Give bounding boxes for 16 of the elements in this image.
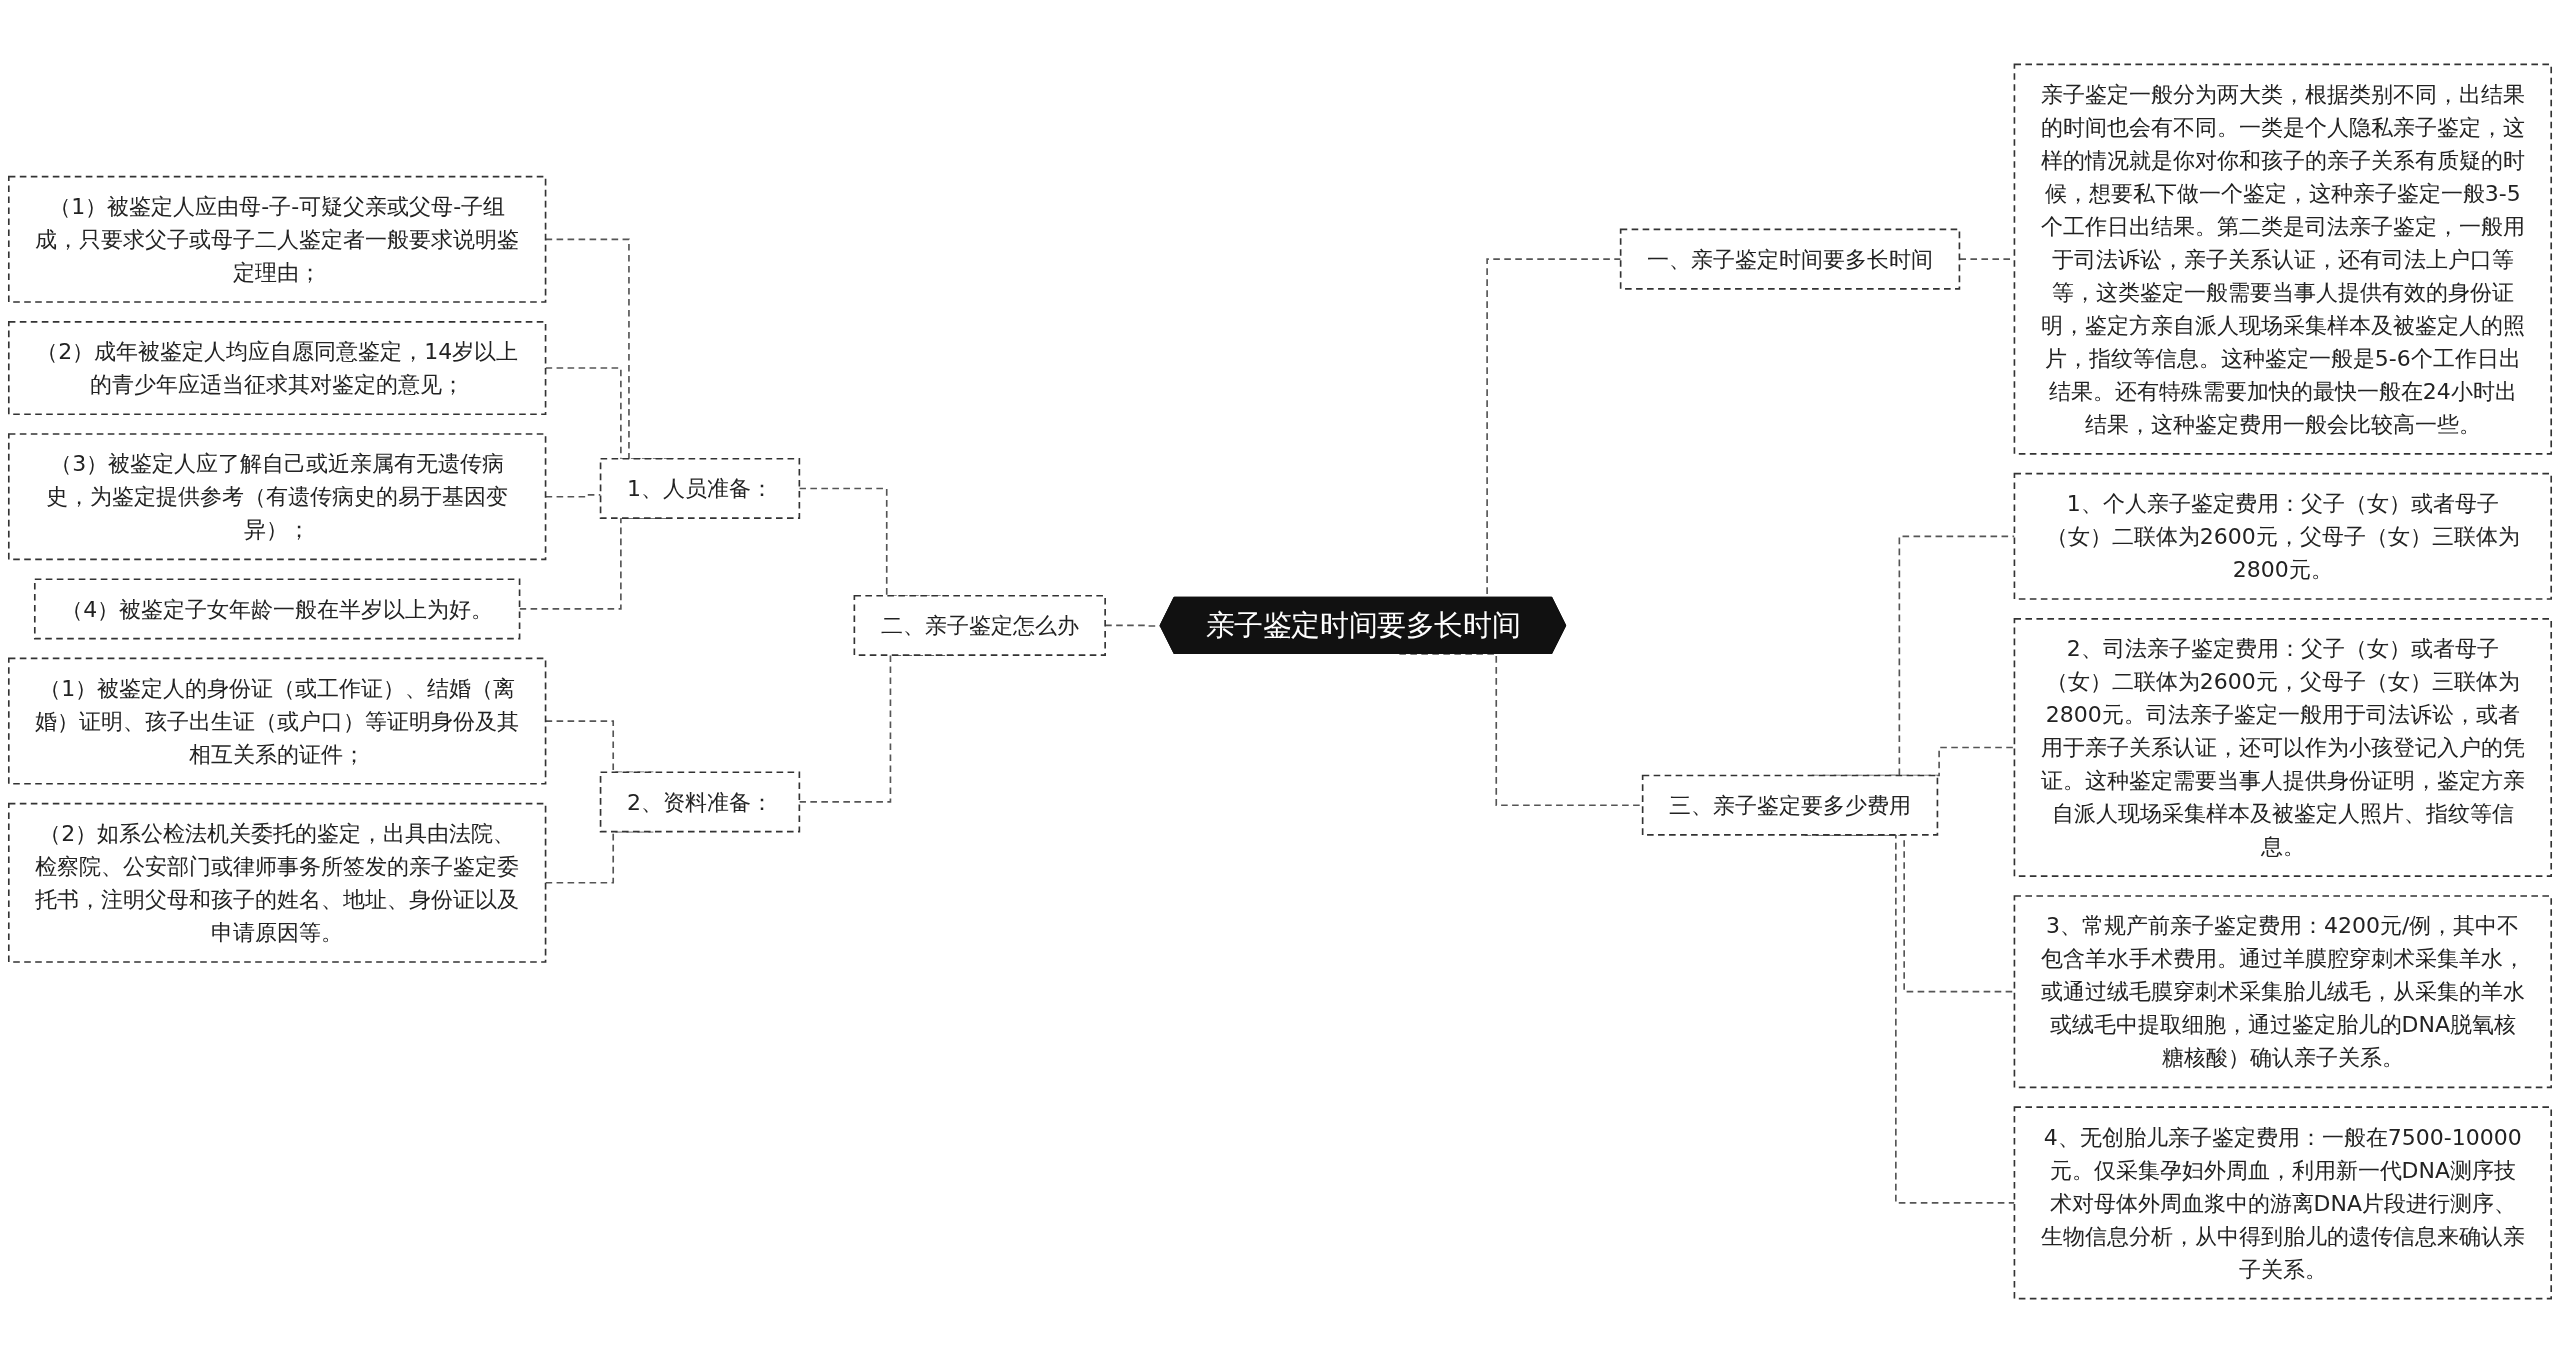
node-box: 1、人员准备： [599,457,801,519]
node-box: 三、亲子鉴定要多少费用 [1641,774,1939,836]
node-box: 1、个人亲子鉴定费用：父子（女）或者母子（女）二联体为2600元，父母子（女）三联体为2800元。 [2013,472,2553,600]
node-box: 一、亲子鉴定时间要多长时间 [1619,228,1961,290]
node-box: （2）如系公检法机关委托的鉴定，出具由法院、检察院、公安部门或律师事务所签发的亲子鉴定委托书，注明父母和孩子的姓名、地址、身份证以及申请原因等。 [7,802,547,963]
node-box: 亲子鉴定一般分为两大类，根据类别不同，出结果的时间也会有不同。一类是个人隐私亲子鉴定，这样的情况就是你对你和孩子的亲子关系有质疑的时候，想要私下做一个鉴定，这种亲子鉴定一般3-5个工作日出结果。第二类是司法亲子鉴定，一般用于司法诉讼，亲子关系认证，还有司法上户口等等，这类鉴定一般需要当事人提供有效的身份证明，鉴定方亲自派人现场采集样本及被鉴定人的照片，指纹等信息。这种鉴定一般是5-6个工作日出结果。还有特殊需要加快的最快一般在24小时出结果，这种鉴定费用一般会比较高一些。 [2013,63,2553,455]
node-box: 2、司法亲子鉴定费用：父子（女）或者母子（女）二联体为2600元，父母子（女）三联体为2800元。司法亲子鉴定一般用于司法诉讼，或者用于亲子关系认证，还可以作为小孩登记入户的凭证。这种鉴定需要当事人提供身份证明，鉴定方亲自派人现场采集样本及被鉴定人照片、指纹等信息。 [2013,617,2553,877]
node-box: 4、无创胎儿亲子鉴定费用：一般在7500-10000元。仅采集孕妇外周血，利用新一代DNA测序技术对母体外周血浆中的游离DNA片段进行测序、生物信息分析，从中得到胎儿的遗传信息来确认亲子关系。 [2013,1106,2553,1300]
node-box: （4）被鉴定子女年龄一般在半岁以上为好。 [33,578,521,640]
node-box: （1）被鉴定人应由母-子-可疑父亲或父母-子组成，只要求父子或母子二人鉴定者一般要求说明鉴定理由； [7,175,547,303]
node-box: （3）被鉴定人应了解自己或近亲属有无遗传病史，为鉴定提供参考（有遗传病史的易于基因变异）； [7,433,547,561]
node-box: （1）被鉴定人的身份证（或工作证）、结婚（离婚）证明、孩子出生证（或户口）等证明身份及其相互关系的证件； [7,657,547,785]
node-box: （2）成年被鉴定人均应自愿同意鉴定，14岁以上的青少年应适当征求其对鉴定的意见； [7,321,547,416]
node-box: 二、亲子鉴定怎么办 [853,594,1106,656]
node-box: 2、资料准备： [599,771,801,833]
node-box: 3、常规产前亲子鉴定费用：4200元/例，其中不包含羊水手术费用。通过羊膜腔穿刺术采集羊水，或通过绒毛膜穿刺术采集胎儿绒毛，从采集的羊水或绒毛中提取细胞，通过鉴定胎儿的DNA脱氧核糖核酸）确认亲子关系。 [2013,895,2553,1089]
